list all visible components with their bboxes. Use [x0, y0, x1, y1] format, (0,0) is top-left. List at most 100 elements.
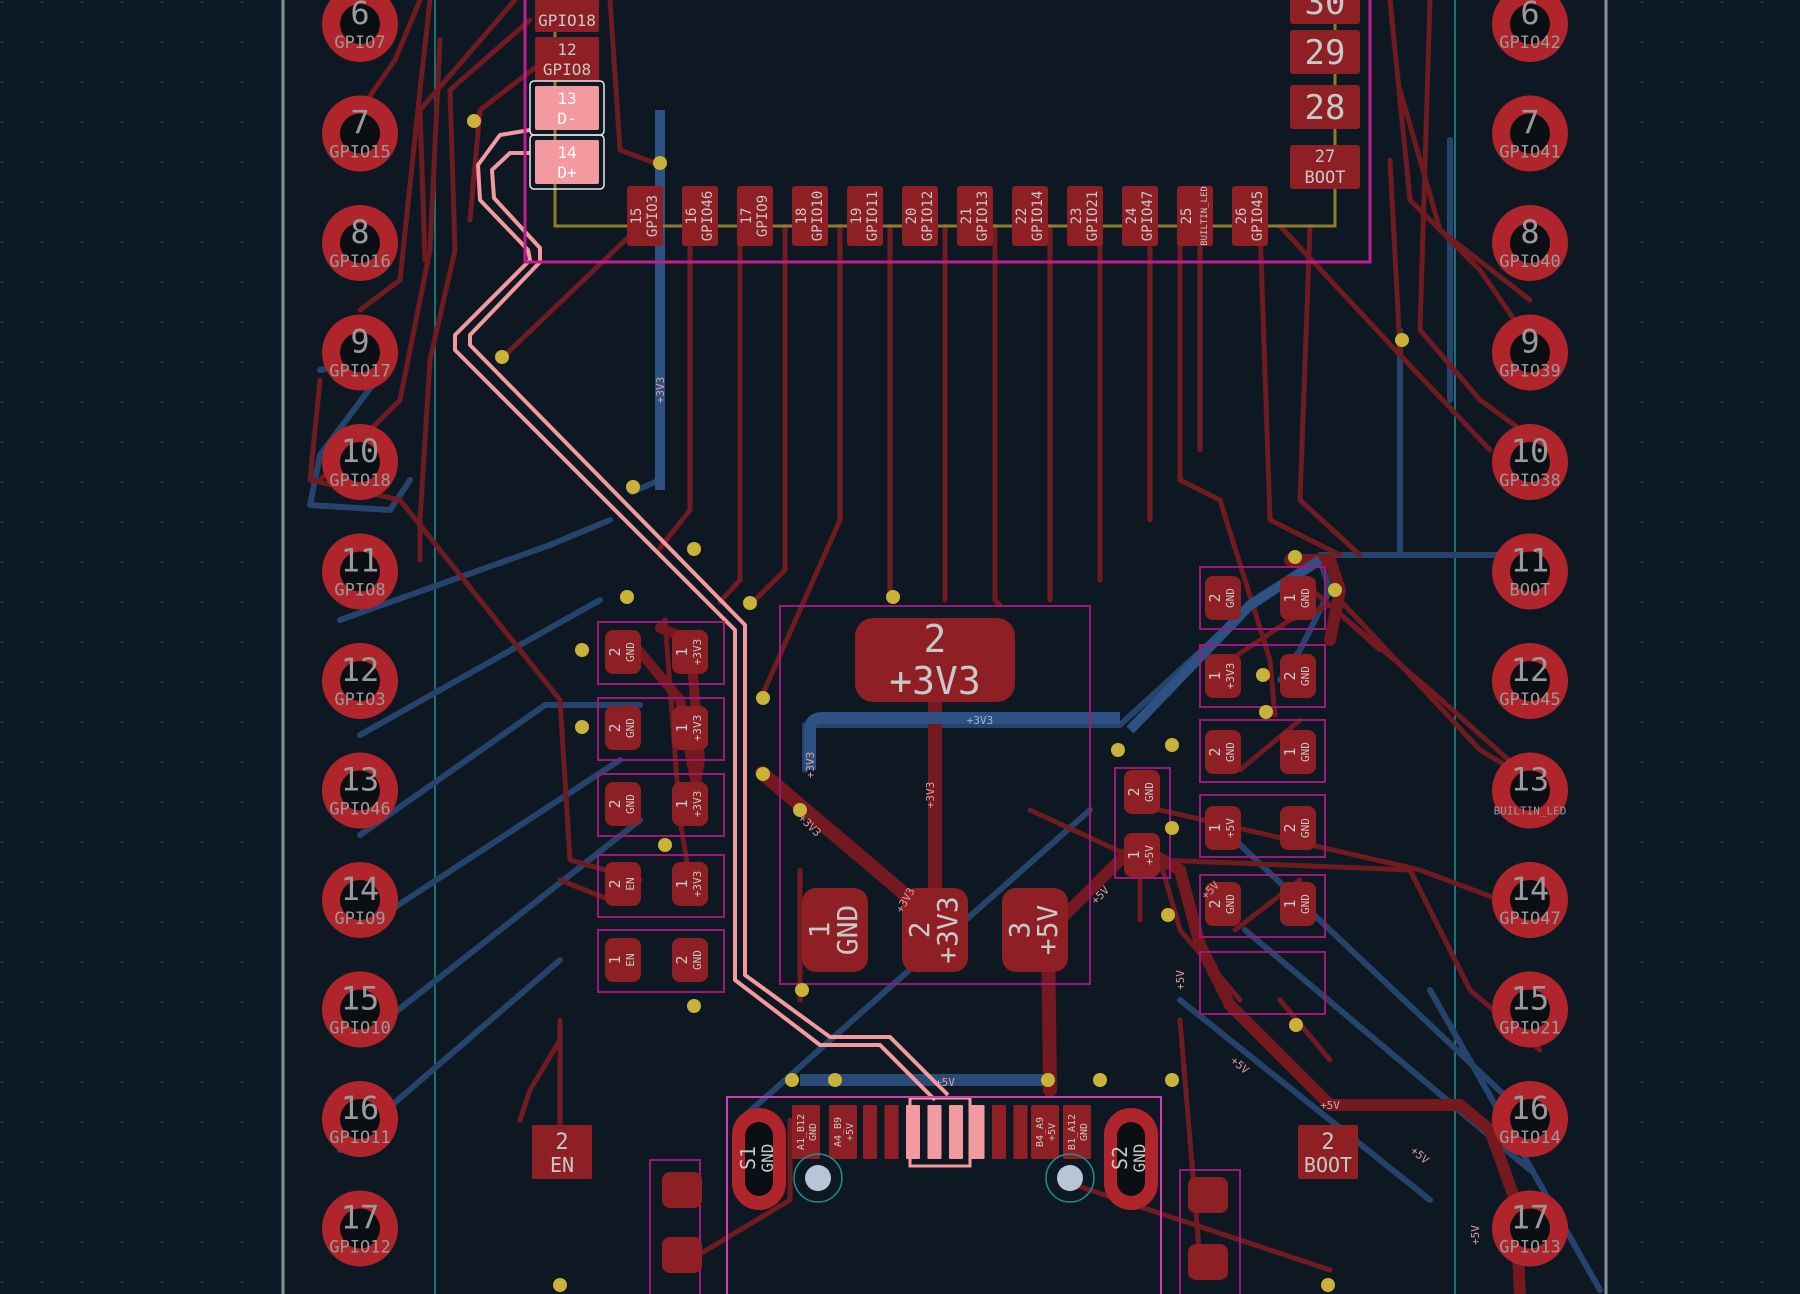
via[interactable] — [1321, 1278, 1335, 1292]
via[interactable] — [1165, 821, 1179, 835]
via[interactable] — [575, 720, 589, 734]
smd-pad[interactable]: 1+5V — [1205, 806, 1241, 850]
smd-pad[interactable]: 1+3V3 — [672, 862, 708, 906]
via[interactable] — [793, 803, 807, 817]
via[interactable] — [1111, 743, 1125, 757]
via[interactable] — [756, 767, 770, 781]
via[interactable] — [1395, 333, 1409, 347]
via[interactable] — [687, 999, 701, 1013]
smd-pad[interactable] — [1188, 1244, 1228, 1280]
module-pad[interactable]: 13D- — [529, 80, 605, 136]
via[interactable] — [743, 596, 757, 610]
via[interactable] — [785, 1073, 799, 1087]
via[interactable] — [1041, 1073, 1055, 1087]
via[interactable] — [626, 480, 640, 494]
smd-pad[interactable] — [662, 1237, 702, 1273]
smd-pad[interactable]: 1+3V3 — [672, 782, 708, 826]
smd-pad[interactable] — [1188, 1177, 1228, 1213]
via[interactable] — [1259, 705, 1273, 719]
via[interactable] — [1165, 1073, 1179, 1087]
button-pad[interactable]: 2EN — [532, 1125, 592, 1179]
via[interactable] — [1288, 550, 1302, 564]
module-pad[interactable]: 30 — [1290, 0, 1360, 24]
via[interactable] — [756, 691, 770, 705]
smd-pad[interactable]: 1+3V3 — [672, 706, 708, 750]
module-pad[interactable]: 28 — [1290, 85, 1360, 129]
smd-pad[interactable]: 1+3V3 — [1205, 654, 1241, 698]
via[interactable] — [620, 590, 634, 604]
usb-diff-pair-selected[interactable] — [453, 128, 950, 1102]
via[interactable] — [653, 156, 667, 170]
via[interactable] — [1328, 583, 1342, 597]
via[interactable] — [495, 350, 509, 364]
via[interactable] — [886, 590, 900, 604]
via[interactable] — [658, 838, 672, 852]
via[interactable] — [1093, 1073, 1107, 1087]
via[interactable] — [1289, 1018, 1303, 1032]
via[interactable] — [1256, 668, 1270, 682]
via[interactable] — [687, 542, 701, 556]
via[interactable] — [575, 643, 589, 657]
smd-pad[interactable]: 1+3V3 — [672, 630, 708, 674]
via[interactable] — [553, 1278, 567, 1292]
module-pad[interactable]: 14D+ — [529, 134, 605, 190]
module-pad[interactable]: 29 — [1290, 30, 1360, 74]
via[interactable] — [795, 983, 809, 997]
via[interactable] — [1165, 738, 1179, 752]
via[interactable] — [467, 114, 481, 128]
via[interactable] — [1161, 908, 1175, 922]
smd-pad[interactable]: 1+5V — [1124, 833, 1160, 877]
via[interactable] — [828, 1073, 842, 1087]
module-pad[interactable]: GPIO18 — [535, 0, 599, 32]
